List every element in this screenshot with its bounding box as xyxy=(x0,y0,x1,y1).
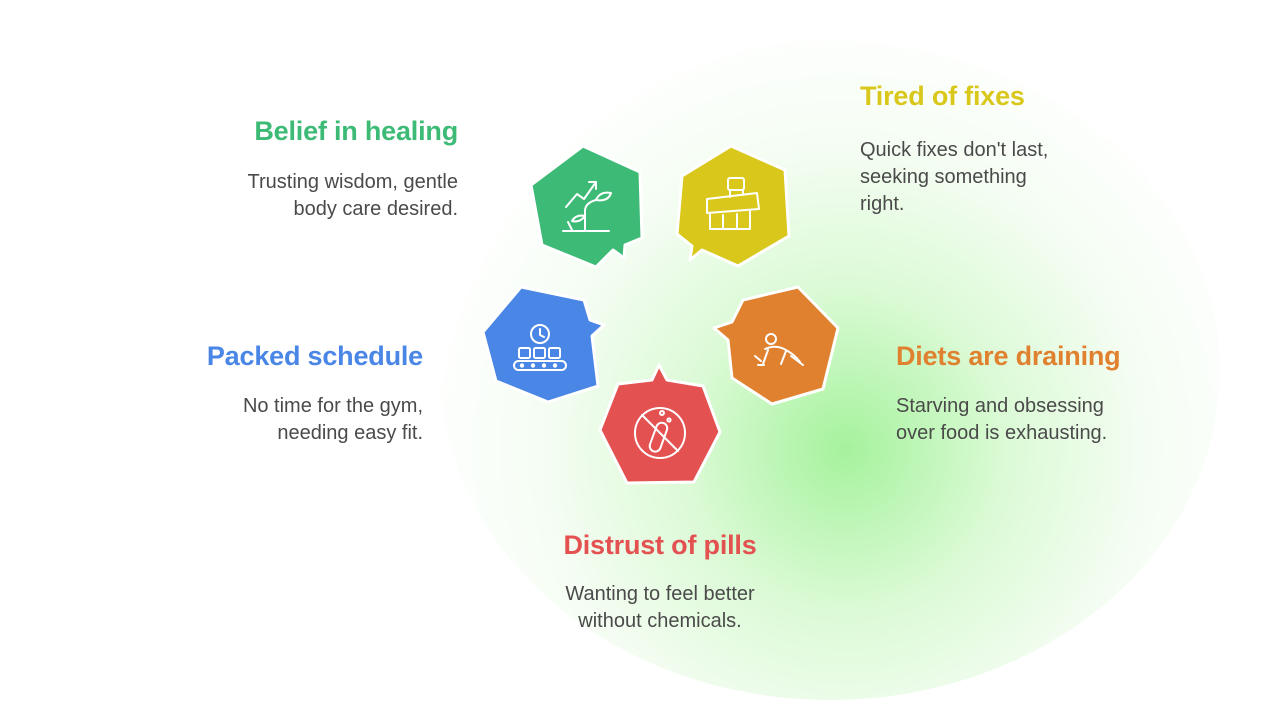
crawling-person-icon xyxy=(754,333,804,366)
no-pills-icon xyxy=(634,407,686,459)
hexagon-tired-of-fixes xyxy=(675,144,791,268)
packed-schedule-title: Packed schedule xyxy=(206,341,423,371)
description-line: Wanting to feel better xyxy=(565,583,755,605)
description-line: without chemicals. xyxy=(578,610,742,632)
description-line: Trusting wisdom, gentle xyxy=(247,171,458,193)
diets-are-draining-description: Starving and obsessing over food is exha… xyxy=(896,393,1107,447)
distrust-of-pills-title: Distrust of pills xyxy=(563,530,757,560)
description-line: needing easy fit. xyxy=(277,422,423,444)
growth-arrow-plant-icon xyxy=(562,181,612,232)
tired-of-fixes-title: Tired of fixes xyxy=(860,81,1025,111)
tired-of-fixes-description: Quick fixes don't last, seeking somethin… xyxy=(860,137,1048,218)
description-line: No time for the gym, xyxy=(242,395,423,417)
diets-are-draining-title: Diets are draining xyxy=(896,341,1121,371)
hexagon-diets-are-draining xyxy=(712,285,840,406)
hexagon-distrust-of-pills xyxy=(598,363,722,485)
description-line: Starving and obsessing xyxy=(896,395,1104,417)
bandaged-arm-icon xyxy=(706,177,760,230)
belief-in-healing-description: Trusting wisdom, gentle body care desire… xyxy=(248,169,458,223)
distrust-of-pills-description: Wanting to feel better without chemicals… xyxy=(510,581,810,635)
description-line: over food is exhausting. xyxy=(896,422,1108,444)
packed-schedule-description: No time for the gym, needing easy fit. xyxy=(243,393,423,447)
belief-in-healing-title: Belief in healing xyxy=(254,116,458,146)
description-line: body care desired. xyxy=(293,198,458,220)
description-line: Quick fixes don't last, xyxy=(860,139,1049,161)
description-line: right. xyxy=(860,193,905,215)
description-line: seeking something xyxy=(860,166,1027,188)
hexagon-belief-in-healing xyxy=(529,144,644,269)
hexagon-packed-schedule xyxy=(481,285,606,404)
clock-conveyor-icon xyxy=(513,324,567,371)
